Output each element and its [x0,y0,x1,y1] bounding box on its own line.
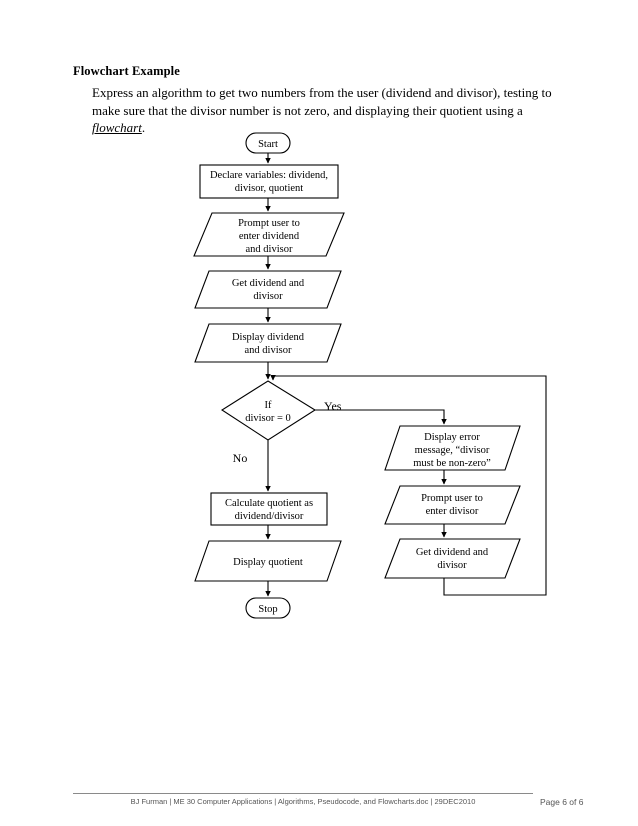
node-display-quotient[interactable]: Display quotient [194,540,342,582]
branch-label-yes: Yes [324,399,342,413]
flowchart-svg: Start Declare variables: dividend, divis… [193,132,547,619]
node-display-error-message[interactable]: Display error message, “divisor must be … [384,425,521,471]
node-start[interactable]: Start [245,132,291,154]
node-start-label: Start [258,139,278,150]
node-declare-line-2: divisor, quotient [235,183,303,194]
intro-line-1: Express an algorithm to get two numbers … [92,85,552,100]
calculate-process-shape [210,492,328,526]
footer-page-number: Page 6 of 6 [540,797,584,807]
node-prompt-enter-divisor[interactable]: Prompt user to enter divisor [384,485,521,525]
flowchart-canvas: Start Declare variables: dividend, divis… [193,132,547,619]
node-prompt1-line-3: and divisor [246,244,293,255]
footer-citation: BJ Furman | ME 30 Computer Applications … [130,797,476,806]
node-calculate-line-1: Calculate quotient as [225,498,313,509]
node-get2-line-2: divisor [437,560,467,571]
node-display-dividend-divisor[interactable]: Display dividend and divisor [194,323,342,363]
node-prompt1-line-2: enter dividend [239,231,300,242]
node-prompt2-line-1: Prompt user to [421,493,483,504]
footer-divider [73,793,533,794]
node-decision-line-1: If [265,400,272,411]
node-calculate-line-2: dividend/divisor [235,511,304,522]
branch-label-no: No [233,451,248,465]
start-terminator-shape [245,132,291,154]
declare-process-shape [199,164,339,199]
intro-tail: . [141,120,146,135]
edge-decision-yes-to-error [315,409,447,425]
get1-io-shape [194,270,342,309]
stop-terminator-shape [245,597,291,619]
intro-paragraph: Express an algorithm to get two numbers … [92,84,562,137]
node-get1-line-1: Get dividend and [232,278,305,289]
edge-get2-loop-back-to-decision [270,375,547,596]
node-decision-divisor-zero[interactable]: If divisor = 0 [220,380,317,441]
node-displayquotient-label: Display quotient [233,557,303,568]
node-prompt2-line-2: enter divisor [426,506,479,517]
decision-diamond-shape [220,380,317,441]
node-error-line-2: message, “divisor [415,445,490,456]
node-prompt-dividend-divisor[interactable]: Prompt user to enter dividend and diviso… [193,212,345,257]
node-get2-line-1: Get dividend and [416,547,489,558]
node-get-dividend-divisor[interactable]: Get dividend and divisor [194,270,342,309]
node-declare-variables[interactable]: Declare variables: dividend, divisor, qu… [199,164,339,199]
node-error-line-3: must be non-zero” [413,458,491,469]
node-display1-line-1: Display dividend [232,332,305,343]
error-io-shape [384,425,521,471]
intro-line-2: make sure that the divisor number is not… [92,102,523,118]
node-stop-label: Stop [258,604,277,615]
get2-io-shape [384,538,521,579]
displayquotient-io-shape [194,540,342,582]
page-title: Flowchart Example [73,64,180,78]
node-get-dividend-divisor-retry[interactable]: Get dividend and divisor [384,538,521,579]
display1-io-shape [194,323,342,363]
flowchart-link[interactable]: flowchart [92,120,142,135]
node-error-line-1: Display error [424,432,480,443]
flowchart-connectors [265,153,547,597]
node-calculate-quotient[interactable]: Calculate quotient as dividend/divisor [210,492,328,526]
node-declare-line-1: Declare variables: dividend, [210,170,328,181]
node-prompt1-line-1: Prompt user to [238,218,300,229]
prompt2-io-shape [384,485,521,525]
prompt1-io-shape [193,212,345,257]
node-stop[interactable]: Stop [245,597,291,619]
node-decision-line-2: divisor = 0 [245,413,291,424]
node-display1-line-2: and divisor [245,345,292,356]
node-get1-line-2: divisor [253,291,283,302]
